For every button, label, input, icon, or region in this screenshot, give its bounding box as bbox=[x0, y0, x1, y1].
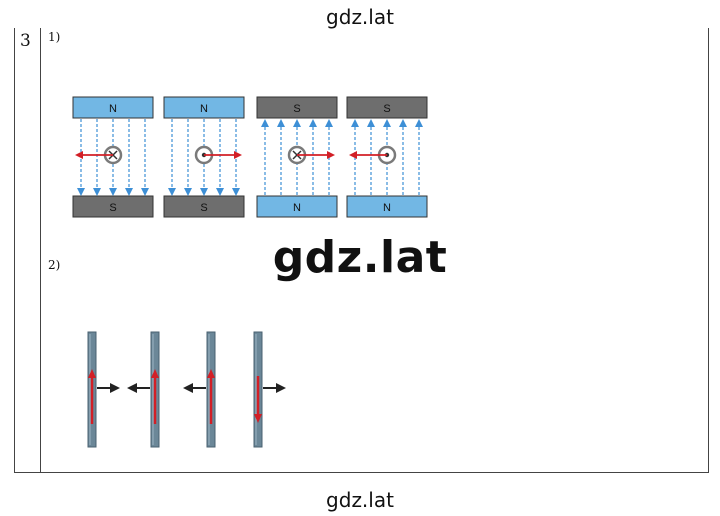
magnet-panel: NS bbox=[163, 96, 245, 218]
magnet-bottom-label: N bbox=[383, 202, 391, 214]
wire-diagram bbox=[87, 331, 120, 448]
magnet-top-label: N bbox=[200, 103, 208, 115]
force-arrow-head bbox=[127, 383, 137, 393]
watermark-center: gdz.lat bbox=[272, 232, 448, 283]
current-arrow-head bbox=[151, 369, 159, 378]
watermark-top: gdz.lat bbox=[326, 5, 394, 29]
magnet-panel: SN bbox=[346, 96, 428, 218]
part-1-label: 1) bbox=[48, 30, 61, 44]
magnet-bottom-pole bbox=[163, 195, 245, 218]
task-number: 3 bbox=[20, 31, 31, 51]
magnet-panel: SN bbox=[256, 96, 338, 218]
magnet-bottom-pole bbox=[256, 195, 338, 218]
part-2-label: 2) bbox=[48, 258, 61, 272]
wire-diagrams bbox=[87, 331, 286, 448]
magnet-top-pole bbox=[72, 96, 154, 119]
magnet-bottom-label: S bbox=[200, 202, 207, 214]
wire-diagram bbox=[253, 331, 286, 448]
watermark-bottom: gdz.lat bbox=[326, 488, 394, 512]
wire-diagram bbox=[183, 331, 216, 448]
magnet-top-pole bbox=[256, 96, 338, 119]
magnet-bottom-label: S bbox=[109, 202, 116, 214]
magnet-bottom-pole bbox=[346, 195, 428, 218]
magnet-top-pole bbox=[346, 96, 428, 119]
force-arrow-head bbox=[276, 383, 286, 393]
magnet-top-label: N bbox=[109, 103, 117, 115]
magnet-top-label: S bbox=[383, 103, 390, 115]
column-divider bbox=[40, 28, 41, 472]
magnet-bottom-label: N bbox=[293, 202, 301, 214]
magnet-bottom-pole bbox=[72, 195, 154, 218]
force-arrow-head bbox=[183, 383, 193, 393]
magnet-top-label: S bbox=[293, 103, 300, 115]
current-arrow-head bbox=[88, 369, 96, 378]
magnet-top-pole bbox=[163, 96, 245, 119]
current-arrow-head bbox=[207, 369, 215, 378]
wire-diagram bbox=[127, 331, 160, 448]
answer-table bbox=[14, 28, 709, 473]
force-arrow-head bbox=[110, 383, 120, 393]
current-arrow-head bbox=[254, 414, 262, 423]
magnet-panel: NS bbox=[72, 96, 154, 218]
